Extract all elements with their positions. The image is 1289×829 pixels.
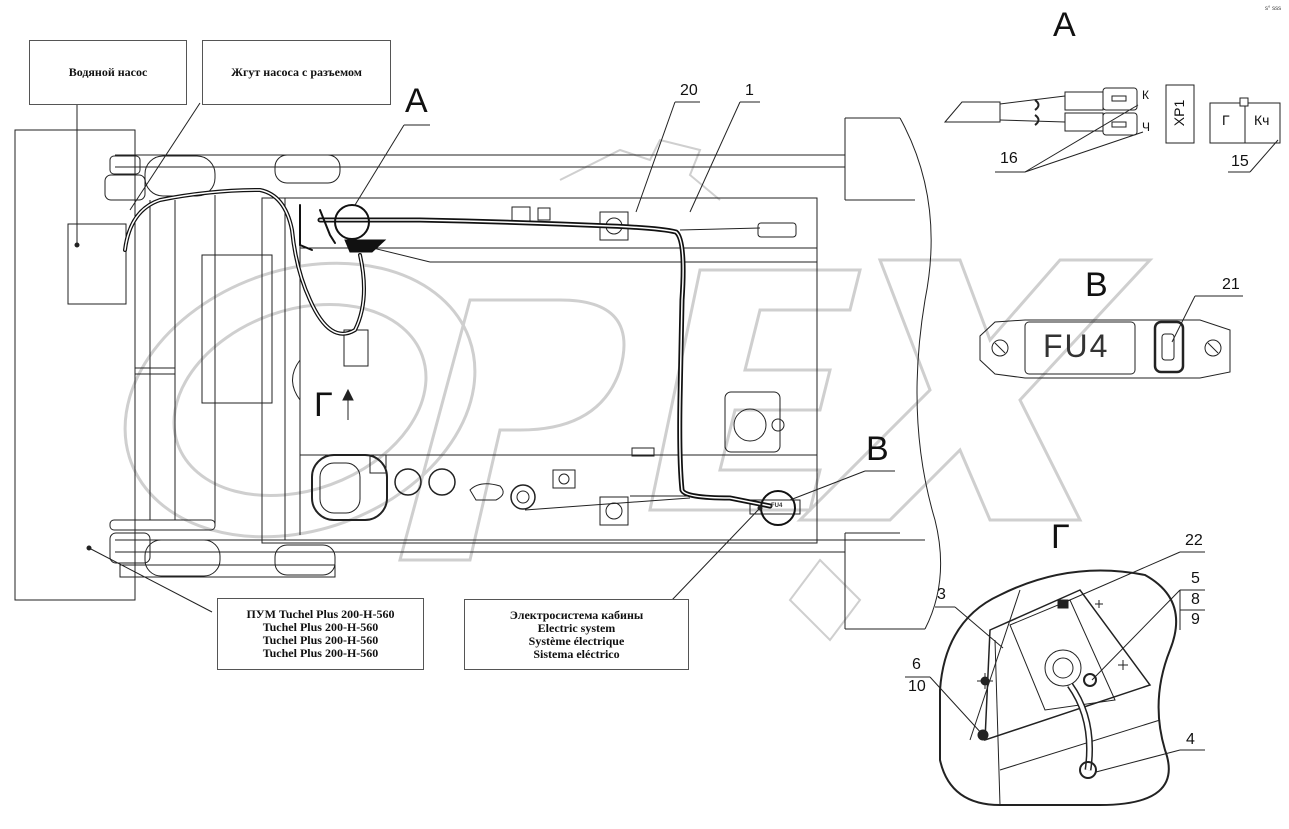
pump-harness-text: Жгут насоса с разъемом	[231, 65, 362, 79]
detail-a-ch: Ч	[1142, 120, 1150, 134]
water-pump-label: Водяной насос	[29, 40, 187, 105]
detail-a-g: Г	[1222, 112, 1230, 128]
pump-harness-label: Жгут насоса с разъемом	[202, 40, 391, 105]
hinge-brackets	[104, 154, 341, 578]
pum-connector-label: ПУМ Tuchel Plus 200-H-560 Tuchel Plus 20…	[217, 598, 424, 670]
view-b-marker: В	[866, 430, 889, 468]
corner-mark: s° sss	[1265, 6, 1282, 12]
pum-line-1: ПУМ Tuchel Plus 200-H-560	[246, 607, 395, 621]
callout-21: 21	[1222, 276, 1240, 293]
detail-a-connector	[943, 84, 1281, 173]
callout-20: 20	[680, 82, 698, 99]
detail-a-title: A	[1053, 6, 1076, 44]
cab-electric-line-3: Système électrique	[528, 633, 625, 648]
internal-components	[311, 206, 801, 526]
view-a-marker: A	[405, 82, 428, 120]
callout-16: 16	[1000, 150, 1018, 167]
callout-8: 8	[1191, 591, 1200, 608]
detail-a-k: К	[1142, 88, 1149, 102]
watermark	[123, 138, 1154, 642]
callout-3: 3	[937, 586, 946, 603]
callout-4: 4	[1186, 731, 1195, 748]
cab-electric-line-1: Электросистема кабины	[509, 607, 644, 622]
detail-g-ground-point	[905, 551, 1205, 806]
callout-6: 6	[912, 656, 921, 673]
callout-9: 9	[1191, 611, 1200, 628]
cab-electric-label: Электросистема кабины Electric system Sy…	[464, 599, 689, 670]
pum-line-2: Tuchel Plus 200-H-560	[262, 620, 379, 634]
pum-line-3: Tuchel Plus 200-H-560	[262, 633, 379, 647]
detail-a-kch: Кч	[1254, 112, 1270, 128]
detail-g-title: Г	[1051, 518, 1070, 556]
main-fuse-label: FU4	[771, 503, 783, 509]
water-pump-text: Водяной насос	[68, 65, 148, 79]
chassis-frame	[14, 117, 942, 630]
leader-lines	[74, 101, 895, 613]
detail-a-xp1: XP1	[1171, 99, 1188, 127]
callout-1: 1	[745, 82, 754, 99]
detail-b-fuse-holder	[979, 295, 1243, 379]
detail-b-title: В	[1085, 266, 1108, 304]
detail-b-fuse-label: FU4	[1043, 328, 1110, 364]
cab-electric-line-2: Electric system	[537, 620, 616, 635]
callout-5: 5	[1191, 570, 1200, 587]
callout-10: 10	[908, 678, 926, 695]
callout-15: 15	[1231, 153, 1249, 170]
view-g-marker: Г	[314, 386, 333, 424]
pum-line-4: Tuchel Plus 200-H-560	[262, 646, 379, 660]
wiring-harness	[123, 187, 796, 526]
cab-electric-line-4: Sistema eléctrico	[533, 646, 620, 661]
callout-22: 22	[1185, 532, 1203, 549]
